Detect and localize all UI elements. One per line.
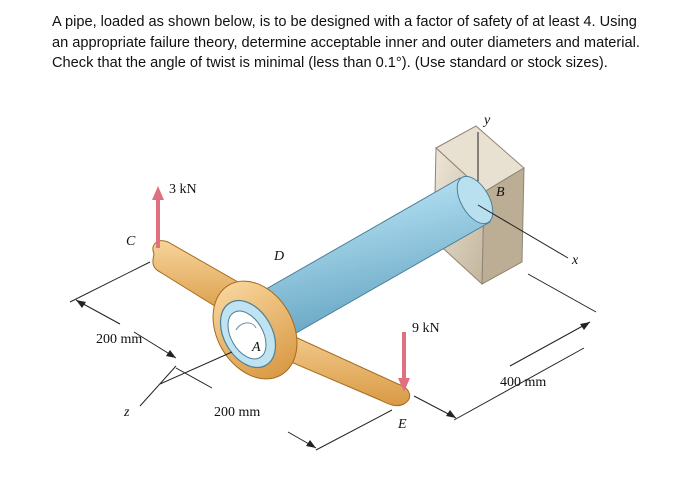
dimension-label-right: 400 mm [500,375,546,390]
dimension-label-bottom: 200 mm [214,405,260,420]
point-label-b: B [496,185,505,200]
point-label-c: C [126,234,136,249]
point-label-e: E [397,417,407,432]
dimension-z-axis [139,365,177,407]
point-label-d: D [273,249,284,264]
problem-statement: A pipe, loaded as shown below, is to be … [52,14,640,71]
axis-label-z: z [123,405,130,420]
force-arrow-e [398,332,410,392]
dimension-left [69,261,233,385]
point-label-a: A [251,340,261,355]
dimension-label-left: 200 mm [96,332,142,347]
axis-label-y: y [482,113,491,128]
force-label-e: 9 kN [412,321,440,336]
axis-label-x: x [571,253,579,268]
collar [212,280,298,380]
dimension-right [413,273,597,421]
force-label-c: 3 kN [169,182,197,197]
force-arrow-c [152,186,164,248]
pipe [232,175,494,353]
dimension-bottom [175,367,393,451]
x-axis [477,204,569,259]
